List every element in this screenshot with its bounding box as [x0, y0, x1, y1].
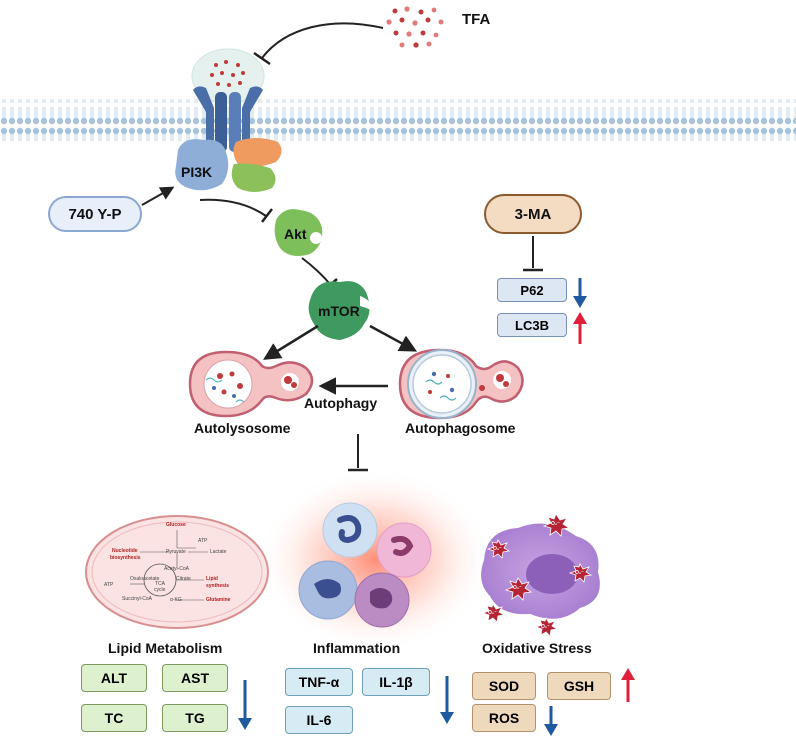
il6-marker: IL-6	[285, 706, 353, 734]
ma-inhibition-bar	[523, 236, 543, 272]
autophagosome-label: Autophagosome	[405, 420, 516, 436]
antioxidant-up-arrow	[621, 668, 635, 702]
mito-oxaloacetate: Oxaloacetate	[130, 576, 160, 582]
gsh-marker: GSH	[547, 672, 611, 700]
ros-bursts	[481, 513, 593, 637]
phospho-activation-arrow	[141, 186, 175, 206]
autolysosome	[188, 350, 314, 418]
autophagosome	[398, 348, 524, 420]
ros-symbol-1: O₂⁻	[551, 521, 560, 527]
tfa-particles	[386, 6, 444, 48]
ros-symbol-5: O₂⁻	[488, 610, 497, 616]
mito-cycle: cycle	[154, 587, 166, 593]
mito-atp-left: ATP	[104, 582, 114, 588]
p62-down-arrow	[573, 278, 587, 308]
mitochondrion-illustration	[85, 515, 269, 629]
mtor-protein	[308, 281, 374, 340]
lc3b-up-arrow	[573, 312, 587, 344]
ros-symbol-3: O₂⁻	[513, 585, 522, 591]
mito-atp-top: ATP	[198, 538, 208, 544]
mito-lactate: Lactate	[210, 549, 227, 555]
ma-pill: 3-MA	[484, 194, 582, 234]
autolysosome-label: Autolysosome	[194, 420, 291, 436]
pi3k-label: PI3K	[181, 164, 213, 180]
receptor-ligand-bubble	[191, 48, 265, 104]
lipid-down-arrow	[238, 680, 252, 730]
receptor-protein	[193, 86, 263, 152]
inflammation-title: Inflammation	[313, 640, 401, 656]
mito-synthesis: synthesis	[206, 583, 230, 589]
tfa-label: TFA	[462, 11, 491, 28]
ros-symbol-2: O₂⁻	[493, 546, 502, 552]
ros-symbol-4: O₂⁻	[575, 570, 584, 576]
inflammation-cells	[257, 468, 493, 652]
mito-tca: TCA	[155, 581, 165, 587]
mtor-branch-arrows	[263, 324, 418, 360]
ast-marker: AST	[162, 664, 228, 692]
mito-biosynthesis: biosynthesis	[110, 555, 141, 561]
akt-protein	[274, 209, 323, 256]
lipid-title: Lipid Metabolism	[108, 640, 223, 656]
ros-marker: ROS	[472, 704, 536, 732]
pi3k-akt-inhibition	[199, 198, 273, 223]
akt-label: Akt	[284, 226, 307, 242]
mito-glutamine: Glutamine	[206, 597, 231, 603]
tg-marker: TG	[162, 704, 228, 732]
mito-citrate: Citrate	[176, 576, 191, 582]
autophagy-inhibition-bar	[348, 434, 368, 472]
inflammation-down-arrow	[440, 676, 454, 724]
mito-lipid: Lipid	[206, 576, 218, 582]
oxidative-title: Oxidative Stress	[482, 640, 592, 656]
lc3b-marker: LC3B	[497, 313, 567, 337]
autophagy-label: Autophagy	[304, 395, 378, 411]
tnf-marker: TNF-α	[285, 668, 353, 696]
mito-nucleotide: Nucleotide	[112, 548, 138, 554]
tc-marker: TC	[81, 704, 147, 732]
pi3k-complex	[175, 138, 282, 192]
mito-acetyl: Acetyl-CoA	[164, 566, 190, 572]
ros-down-arrow	[544, 706, 558, 736]
phospho-pill: 740 Y-P	[48, 196, 142, 232]
tfa-inhibition-arrow	[253, 22, 384, 66]
alt-marker: ALT	[81, 664, 147, 692]
oxidative-stress-cell	[481, 523, 600, 619]
mito-glucose: Glucose	[166, 522, 186, 528]
mito-succinyl: Succinyl-CoA	[122, 596, 153, 602]
cell-membrane	[0, 99, 796, 141]
il1b-marker: IL-1β	[362, 668, 430, 696]
sod-marker: SOD	[472, 672, 536, 700]
ros-symbol-6: O₂⁻	[541, 624, 550, 630]
mtor-label: mTOR	[318, 303, 360, 319]
p62-marker: P62	[497, 278, 567, 302]
mito-akg: α-KG	[170, 597, 182, 603]
mito-pyruvate: Pyruvate	[166, 549, 186, 555]
